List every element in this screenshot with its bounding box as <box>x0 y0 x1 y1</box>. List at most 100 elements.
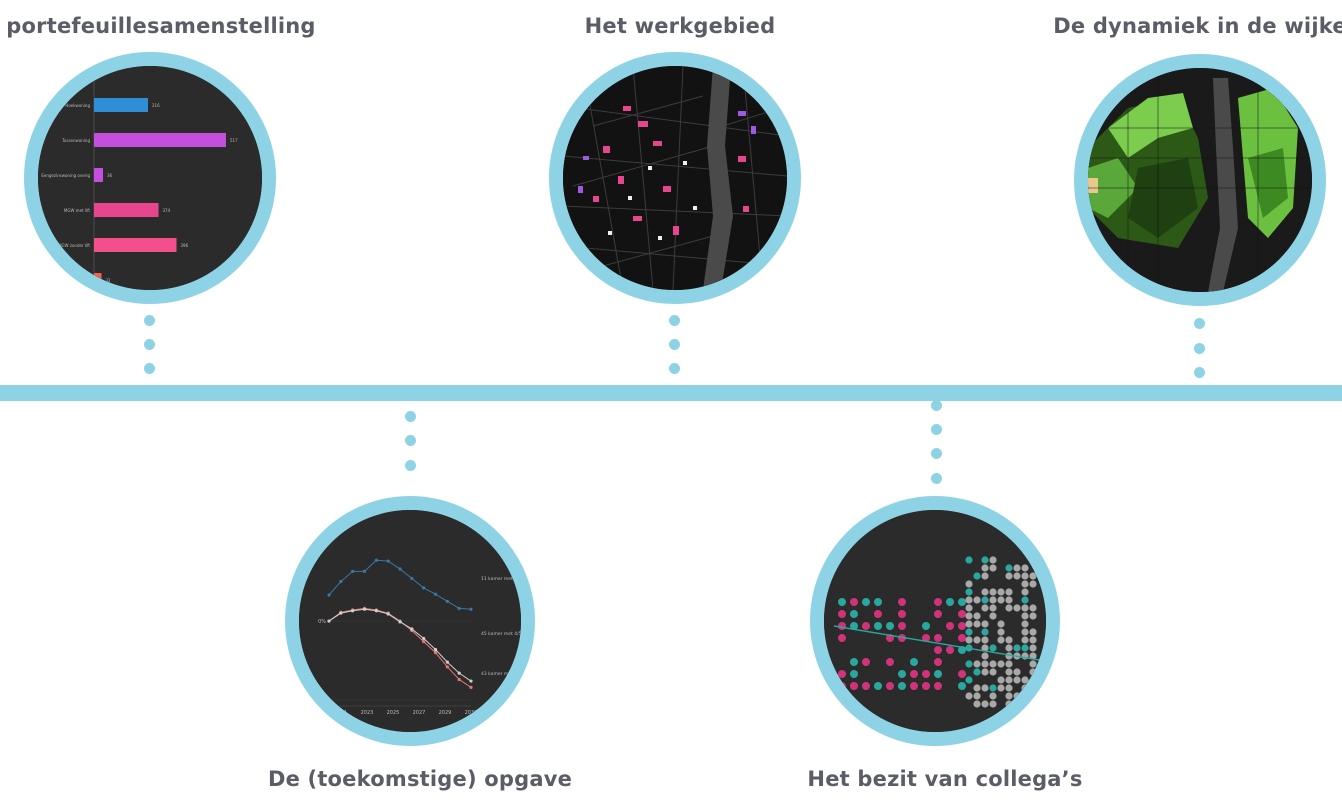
bar-label-3: MGW met lift <box>64 208 91 213</box>
series-2-point-10 <box>445 660 449 664</box>
bar-label-2: Eengezinswoning overig <box>41 173 90 178</box>
x-tick-3: 2027 <box>413 710 426 716</box>
dot <box>1005 644 1013 652</box>
dot <box>1005 684 1013 692</box>
dot <box>989 564 997 572</box>
dot <box>850 682 858 690</box>
x-tick-2: 2025 <box>387 710 400 716</box>
bar-value-0: 216 <box>152 103 160 108</box>
series-2-point-2 <box>351 609 355 613</box>
dot <box>1013 676 1021 684</box>
dot <box>1029 636 1037 644</box>
dot <box>1013 692 1021 700</box>
dot <box>1013 564 1021 572</box>
dot <box>934 658 942 666</box>
dot <box>1005 700 1013 708</box>
series-0-point-10 <box>445 599 449 603</box>
series-1-point-10 <box>445 665 449 669</box>
dot <box>898 610 906 618</box>
dot <box>1021 684 1029 692</box>
dot <box>981 668 989 676</box>
annotation-0: 11 kamer met 4/5 jaar <box>481 576 521 582</box>
series-2-point-8 <box>422 636 426 641</box>
dot <box>1021 604 1029 612</box>
dot <box>973 692 981 700</box>
dot <box>965 636 973 644</box>
series-2-point-11 <box>457 671 461 675</box>
dot <box>1021 580 1029 588</box>
dot <box>958 682 966 690</box>
collegas-thumbnail <box>810 496 1060 746</box>
dot <box>958 610 966 618</box>
dot <box>981 564 989 572</box>
dot <box>910 682 918 690</box>
dot <box>874 598 882 606</box>
series-0-point-5 <box>386 559 390 563</box>
dot <box>973 596 981 604</box>
title-werkgebied: Het werkgebied <box>584 14 776 38</box>
series-1-point-12 <box>469 685 473 689</box>
bar-value-2: 36 <box>107 173 113 178</box>
werkgebied-thumbnail <box>549 52 801 304</box>
y-tick-0: 0% <box>318 619 326 625</box>
series-0-point-1 <box>339 579 343 584</box>
dot <box>1029 604 1037 612</box>
dot <box>981 628 989 636</box>
dot <box>934 610 942 618</box>
dot <box>850 670 858 678</box>
dot <box>946 598 954 606</box>
series-2-point-1 <box>339 611 343 615</box>
dot <box>965 604 973 612</box>
title-portefeuille: e portefeuillesamenstelling <box>0 14 316 38</box>
dot <box>1029 700 1037 708</box>
bar-value-3: 374 <box>163 208 171 213</box>
series-2-point-6 <box>398 620 402 624</box>
dot <box>862 682 870 690</box>
dot <box>934 598 942 606</box>
dot <box>1029 580 1037 588</box>
dot <box>973 620 981 628</box>
series-2-point-5 <box>386 612 390 616</box>
dot <box>965 620 973 628</box>
series-1-point-9 <box>433 651 438 655</box>
x-tick-0: 2021 <box>335 710 348 716</box>
series-1-point-8 <box>422 639 426 644</box>
dot <box>838 670 846 678</box>
dot <box>965 596 973 604</box>
dot <box>1013 572 1021 580</box>
dot <box>965 660 973 668</box>
dot <box>934 634 942 642</box>
dot <box>997 628 1005 636</box>
dot <box>965 556 973 564</box>
dot <box>965 628 973 636</box>
dot <box>965 588 973 596</box>
dot <box>989 604 997 612</box>
trend-line <box>833 625 1040 661</box>
dot <box>874 610 882 618</box>
dot <box>973 684 981 692</box>
series-2-point-3 <box>362 607 367 611</box>
series-1-point-11 <box>457 677 461 682</box>
dot <box>1013 644 1021 652</box>
dot <box>922 682 930 690</box>
dot-plot-icon <box>824 510 1046 732</box>
dot <box>886 658 894 666</box>
dot <box>1021 588 1029 596</box>
dot <box>862 658 870 666</box>
dot <box>1005 676 1013 684</box>
dot <box>1029 556 1037 564</box>
dot <box>934 646 942 654</box>
dot <box>989 556 997 564</box>
dot <box>1021 700 1029 708</box>
dot <box>1029 668 1037 676</box>
dot <box>1029 652 1037 660</box>
dot <box>862 598 870 606</box>
title-collegas: Het bezit van collega’s <box>807 767 1083 791</box>
dot <box>1005 596 1013 604</box>
bar-value-5: 32 <box>106 278 112 283</box>
dot <box>981 620 989 628</box>
x-tick-5: 2031 <box>465 710 478 716</box>
dot <box>997 684 1005 692</box>
